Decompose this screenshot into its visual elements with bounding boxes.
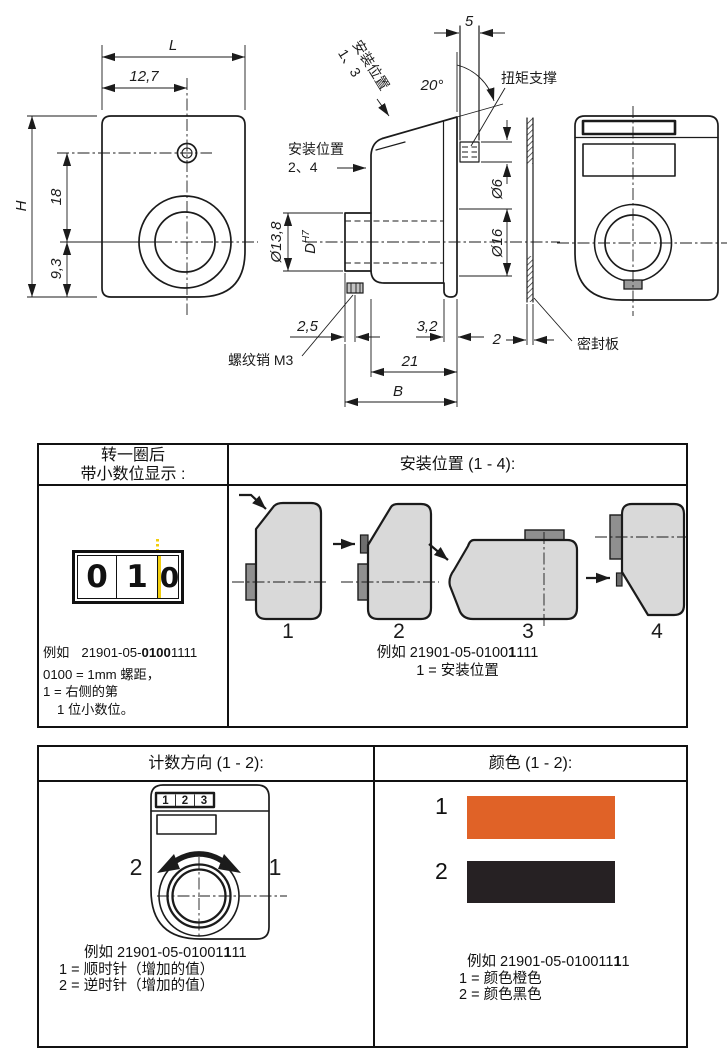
threaded-pin-m3	[346, 282, 364, 294]
mounting-header: 安装位置 (1 - 4):	[229, 445, 686, 486]
direction-label-ccw: 2	[130, 854, 143, 880]
dim-21: 21	[401, 353, 419, 370]
mounting-position-1: 1	[232, 493, 327, 642]
dim-18: 18	[48, 188, 65, 205]
mounting-position-3: 3	[428, 529, 579, 642]
display-slot	[581, 119, 677, 136]
position-number: 3	[522, 620, 534, 642]
counter-window	[154, 791, 216, 809]
mounting-pos-24-label2: 2、4	[288, 159, 318, 175]
dim-9-3: 9,3	[48, 258, 65, 280]
color-swatch-black	[467, 861, 615, 903]
mounting-position-4: 4	[586, 502, 687, 642]
label-window	[582, 143, 676, 177]
display-digit: 3	[201, 795, 207, 807]
sealing-plate-hatch-bottom	[527, 256, 533, 302]
threaded-pin-label: 螺纹销 M3	[228, 352, 294, 368]
mounting-positions-figure: 1 2 3	[232, 493, 687, 642]
mounting-example-line1: 例如 21901-05-01001111	[376, 645, 539, 661]
display-digit: 1	[162, 795, 169, 807]
torque-pin-slot	[459, 141, 480, 163]
dim-2-5: 2,5	[296, 318, 319, 335]
counter-digit-decimal: 0	[158, 556, 178, 598]
position-number: 2	[393, 620, 405, 642]
display-digit: 2	[182, 795, 188, 807]
position-number: 4	[651, 620, 663, 642]
decimal-mark-ticks	[156, 539, 159, 550]
technical-drawing: L 12,7 H 18 9,3 20°	[13, 13, 727, 407]
sealing-plate-label: 密封板	[577, 336, 619, 352]
sealing-plate-hatch-top	[527, 118, 533, 164]
dim-d6: Ø6	[489, 178, 506, 200]
direction-cell: 1 2 3 2 1 例如 21901-05-01001111 1 = 顺时针（增…	[39, 782, 375, 1046]
torque-support-label: 扭矩支撑	[501, 70, 557, 86]
dim-d13-8: Ø13,8	[268, 221, 285, 264]
front-view: L 12,7 H 18 9,3	[13, 37, 258, 315]
counter-digit: 1	[117, 556, 158, 598]
dim-H: H	[13, 200, 30, 211]
decimal-header: 转一圈后带小数位显示 :	[39, 445, 229, 486]
dim-5: 5	[465, 13, 474, 30]
dim-12-7: 12,7	[129, 68, 159, 85]
mounting-pos-24-label: 安装位置	[288, 141, 344, 157]
label-window	[156, 814, 217, 835]
position-number: 1	[282, 620, 294, 642]
back-view	[557, 106, 727, 316]
color-cell: 1 2 例如 21901-05-01001111 1 = 颜色橙色 2 = 颜色…	[375, 782, 686, 1046]
mounting-example-line2: 1 = 安装位置	[416, 663, 499, 679]
direction-header: 计数方向 (1 - 2):	[39, 747, 375, 782]
color-header: 颜色 (1 - 2):	[375, 747, 686, 782]
dim-d16: Ø16	[489, 228, 506, 258]
direction-and-color-table: 计数方向 (1 - 2): 颜色 (1 - 2): 1 2 3	[37, 745, 688, 1048]
dim-L: L	[169, 37, 177, 54]
dim-2: 2	[492, 331, 502, 348]
counter-display: 0 1 0	[72, 550, 184, 604]
color-swatch-orange	[467, 796, 615, 839]
direction-example-text: 例如 21901-05-01001111 1 = 顺时针（增加的值） 2 = 逆…	[59, 945, 247, 994]
mounting-pos-13-label: 安装位置1、3	[335, 37, 393, 102]
color-example-text: 例如 21901-05-01001111 1 = 颜色橙色 2 = 颜色黑色	[459, 954, 630, 1003]
mounting-position-2: 2	[333, 502, 439, 642]
section-view: 20° 5 扭矩支撑 Ø6 Ø16 Ø13,8 DH7	[228, 13, 619, 407]
color-option-number: 1	[435, 793, 448, 819]
direction-figure: 1 2 3 2 1	[130, 784, 287, 940]
color-option-number: 2	[435, 858, 448, 884]
dim-20deg: 20°	[420, 77, 444, 94]
dim-3-2: 3,2	[417, 318, 439, 335]
dim-B: B	[393, 383, 403, 400]
dim-D-H7: DH7	[301, 230, 319, 254]
mounting-cell: 1 2 3	[229, 486, 687, 726]
direction-label-cw: 1	[269, 854, 282, 880]
counter-digit: 0	[78, 556, 117, 598]
